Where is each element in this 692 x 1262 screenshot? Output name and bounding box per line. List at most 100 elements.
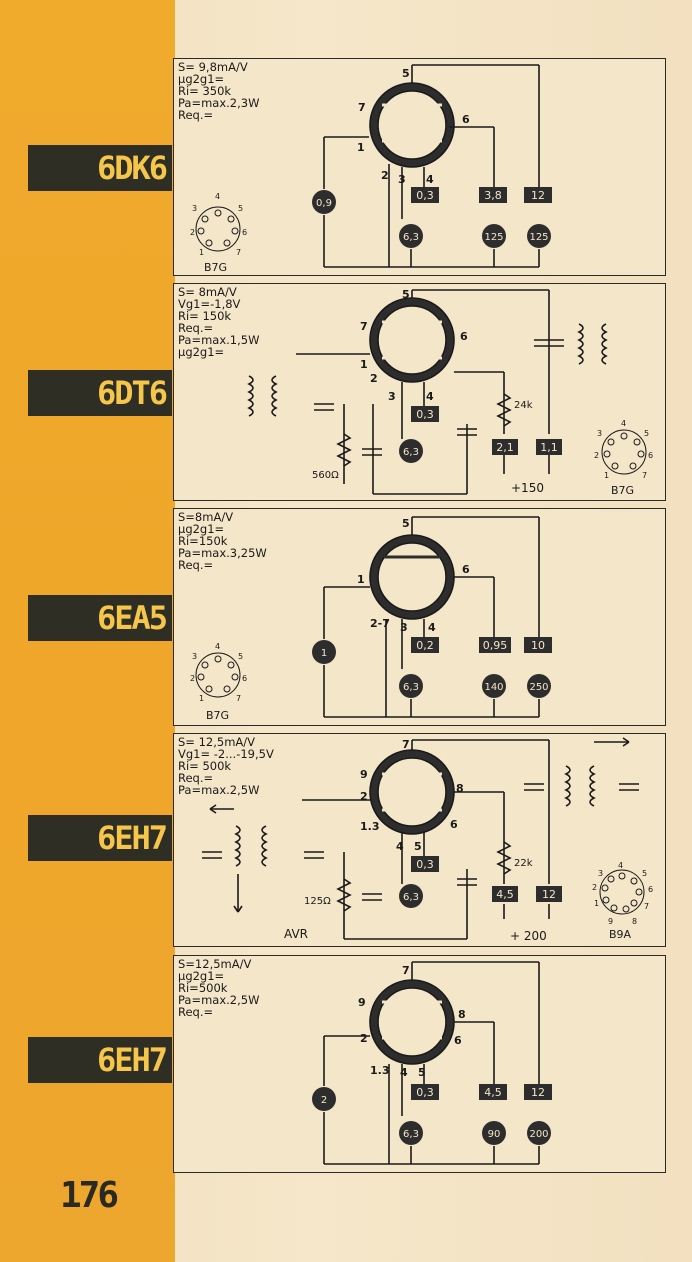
pin-label: 6: [462, 563, 470, 576]
tube-specs: S=8mA/V μg2g1= Ri=150k Pa=max.3,25W Req.…: [178, 510, 267, 572]
value-box-label: 2,1: [496, 441, 514, 454]
pin-label: 5: [402, 67, 410, 80]
pin-label: 5: [402, 517, 410, 530]
pin-label: 4: [400, 1066, 408, 1079]
pin-label: 5: [414, 840, 422, 853]
value-box-label: 10: [531, 639, 545, 652]
pin-label: 2-7: [370, 617, 390, 630]
pin-label: 5: [402, 288, 410, 301]
tube-schematic: 7 9 2 8 1.3 4 5 6 0,3 4,5 12 6,3 22k: [202, 737, 653, 943]
value-circle: [482, 224, 506, 248]
tube-label-6ea5: 6EA5: [28, 595, 172, 641]
value-box: [536, 439, 562, 455]
base-label: B9A: [609, 928, 632, 941]
value-box-label: 12: [542, 888, 556, 901]
pin-label: 1: [357, 141, 365, 154]
value-circle-label: 125: [529, 232, 548, 243]
value-box: [479, 637, 511, 653]
value-box: [524, 1084, 552, 1100]
base-pin: 4: [215, 642, 220, 651]
value-circle-label: 90: [488, 1129, 501, 1140]
value-box: [411, 187, 439, 203]
pin-label: 6: [454, 1034, 462, 1047]
value-box: [536, 886, 562, 902]
value-circle: [312, 190, 336, 214]
value-circle-label: 250: [529, 682, 548, 693]
tube-base-diagram: 4 5 6 7 8 9 1 2 3 B9A: [592, 861, 653, 941]
tube-schematic: 7 9 2 8 1.3 4 5 6 0,3 4,5 12 2 6,3: [312, 961, 552, 1165]
value-box-label: 12: [531, 189, 545, 202]
tube-label-6dk6: 6DK6: [28, 145, 172, 191]
pin-label: 9: [358, 996, 366, 1009]
base-label: B7G: [206, 709, 229, 722]
value-circle: [527, 674, 551, 698]
resistor-label: 560Ω: [312, 470, 339, 481]
pin-label: 5: [418, 1066, 426, 1079]
base-label: B7G: [204, 261, 227, 274]
value-box-label: 0,3: [416, 858, 434, 871]
pin-label: 2: [381, 169, 389, 182]
value-circle-label: 6,3: [403, 892, 419, 903]
pin-label: 2: [360, 1032, 368, 1045]
base-pin: 6: [648, 885, 653, 894]
value-circle-label: 140: [484, 682, 503, 693]
base-pin: 1: [199, 694, 204, 703]
base-pin: 5: [644, 429, 649, 438]
base-pin: 1: [594, 899, 599, 908]
base-pin: 5: [642, 869, 647, 878]
tube-panel-6dt6: S= 8mA/V Vg1=-1,8V Ri= 150k Req.= Pa=max…: [173, 283, 666, 501]
page-number: 176: [60, 1175, 119, 1216]
pin-label: 8: [456, 782, 464, 795]
supply-label: + 200: [510, 929, 547, 943]
pin-label: 1.3: [370, 1064, 390, 1077]
value-box-label: 0,95: [483, 639, 508, 652]
tube-specs: S=12,5mA/V μg2g1= Ri=500k Pa=max.2,5W Re…: [178, 957, 260, 1019]
pin-label: 1: [357, 573, 365, 586]
value-box: [411, 1084, 439, 1100]
value-box-label: 3,8: [484, 189, 502, 202]
pin-label: 2: [370, 372, 378, 385]
value-circle-label: 6,3: [403, 1129, 419, 1140]
value-box-label: 0,2: [416, 639, 434, 652]
pin-label: 3: [398, 173, 406, 186]
value-circle: [399, 884, 423, 908]
base-pin: 6: [242, 228, 247, 237]
resistor-label: 125Ω: [304, 896, 331, 907]
value-circle-label: 2: [321, 1095, 327, 1106]
value-box: [492, 439, 518, 455]
base-pin: 7: [236, 694, 241, 703]
value-box-label: 0,3: [416, 1086, 434, 1099]
base-pin: 3: [597, 429, 602, 438]
base-pin: 1: [604, 471, 609, 480]
value-circle: [482, 674, 506, 698]
base-pin: 2: [592, 883, 597, 892]
tube-schematic: 5 1 6 2-7 3 4 0,2 0,95 10 1 6,3 140: [190, 516, 552, 722]
base-pin: 2: [190, 674, 195, 683]
pin-label: 2: [360, 790, 368, 803]
base-pin: 3: [598, 869, 603, 878]
pin-label: 3: [388, 390, 396, 403]
base-pin: 7: [236, 248, 241, 257]
pin-label: 8: [458, 1008, 466, 1021]
tube-panel-6eh7: S=12,5mA/V μg2g1= Ri=500k Pa=max.2,5W Re…: [173, 955, 666, 1173]
value-circle: [527, 1121, 551, 1145]
value-circle-label: 1: [321, 648, 327, 659]
pin-label: 7: [358, 101, 366, 114]
tube-label-6dt6: 6DT6: [28, 370, 172, 416]
value-circle: [312, 1087, 336, 1111]
pin-label: 7: [360, 320, 368, 333]
value-box-label: 4,5: [496, 888, 514, 901]
tube-base-diagram: 4 5 6 7 1 2 3 B7G: [594, 419, 653, 497]
tube-specs: S= 12,5mA/V Vg1= -2...-19,5V Ri= 500k Re…: [178, 735, 274, 797]
value-circle: [399, 674, 423, 698]
tube-panel-6ea5: S=8mA/V μg2g1= Ri=150k Pa=max.3,25W Req.…: [173, 508, 666, 726]
pin-label: 1: [360, 358, 368, 371]
base-pin: 4: [621, 419, 626, 428]
resistor-label: 22k: [514, 858, 533, 869]
tube-schematic: 5 7 6 1 2 3 4 0,3 2,1 1,1 6,3 24k 560Ω: [247, 288, 653, 497]
tube-panel-6eh7-avr: S= 12,5mA/V Vg1= -2...-19,5V Ri= 500k Re…: [173, 733, 666, 947]
tube-schematic: 5 7 6 1 2 3 4 0,3 3,8 12 0,9 6,3 125: [190, 64, 552, 274]
base-pin: 7: [644, 902, 649, 911]
pin-label: 7: [402, 738, 410, 751]
